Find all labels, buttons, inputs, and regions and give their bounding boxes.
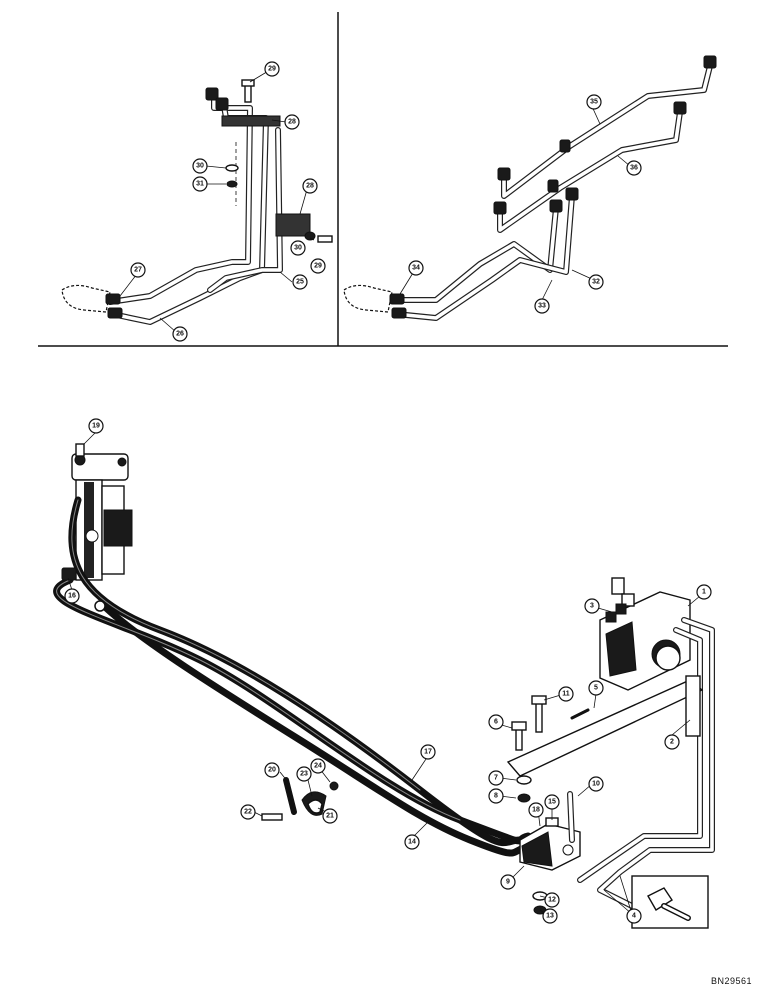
callout-22: 22 <box>240 804 256 820</box>
leader-lines <box>67 69 701 915</box>
callout-20: 20 <box>264 762 280 778</box>
control-valve <box>599 577 691 691</box>
callout-13: 13 <box>542 908 558 924</box>
svg-text:11: 11 <box>562 691 570 698</box>
callout-16: 16 <box>64 588 80 604</box>
svg-text:8: 8 <box>494 793 498 800</box>
svg-text:31: 31 <box>196 181 204 188</box>
svg-text:23: 23 <box>300 771 308 778</box>
svg-text:28: 28 <box>306 183 314 190</box>
callout-33: 33 <box>534 298 550 314</box>
svg-text:1: 1 <box>702 589 706 596</box>
svg-text:7: 7 <box>494 775 498 782</box>
main-hydraulic-assembly <box>53 443 715 929</box>
callout-29-top: 29 <box>264 61 280 77</box>
hardware-bolts <box>511 695 548 915</box>
svg-text:13: 13 <box>546 913 554 920</box>
svg-text:21: 21 <box>326 813 334 820</box>
callout-28-top: 28 <box>284 114 300 130</box>
svg-text:19: 19 <box>92 423 100 430</box>
svg-text:24: 24 <box>314 763 322 770</box>
callout-28-lower: 28 <box>302 178 318 194</box>
callout-24: 24 <box>310 758 326 774</box>
drawing-code: BN29561 <box>710 976 752 986</box>
right-tubes <box>567 617 715 913</box>
callout-32: 32 <box>588 274 604 290</box>
svg-text:10: 10 <box>592 781 600 788</box>
callout-26: 26 <box>172 326 188 342</box>
callout-21: 21 <box>322 808 338 824</box>
svg-text:18: 18 <box>532 807 540 814</box>
top-right-tube-assembly <box>343 55 717 321</box>
mounting-plate <box>506 675 704 777</box>
callout-3: 3 <box>584 598 600 614</box>
callout-36: 36 <box>626 160 642 176</box>
callout-29-lower: 29 <box>310 258 326 274</box>
svg-text:14: 14 <box>408 839 416 846</box>
svg-text:16: 16 <box>68 593 76 600</box>
callout-15: 15 <box>544 794 560 810</box>
hose-clip <box>261 777 339 821</box>
svg-text:4: 4 <box>632 913 636 920</box>
svg-text:29: 29 <box>314 263 322 270</box>
callout-9: 9 <box>500 874 516 890</box>
callout-10: 10 <box>588 776 604 792</box>
svg-text:36: 36 <box>630 165 638 172</box>
callout-25: 25 <box>292 274 308 290</box>
svg-text:25: 25 <box>296 279 304 286</box>
svg-text:3: 3 <box>590 603 594 610</box>
svg-text:29: 29 <box>268 66 276 73</box>
svg-text:20: 20 <box>268 767 276 774</box>
callout-27: 27 <box>130 262 146 278</box>
callout-17: 17 <box>420 744 436 760</box>
svg-text:35: 35 <box>590 99 598 106</box>
detail-inset <box>631 875 709 929</box>
svg-text:2: 2 <box>670 739 674 746</box>
svg-text:26: 26 <box>176 331 184 338</box>
svg-text:22: 22 <box>244 809 252 816</box>
callout-6: 6 <box>488 714 504 730</box>
callout-4: 4 <box>626 908 642 924</box>
top-left-tube-assembly <box>61 79 333 325</box>
svg-text:9: 9 <box>506 879 510 886</box>
callout-11: 11 <box>558 686 574 702</box>
svg-text:6: 6 <box>494 719 498 726</box>
callout-19: 19 <box>88 418 104 434</box>
svg-text:33: 33 <box>538 303 546 310</box>
callout-34: 34 <box>408 260 424 276</box>
svg-text:12: 12 <box>548 897 556 904</box>
callout-7: 7 <box>488 770 504 786</box>
svg-text:15: 15 <box>548 799 556 806</box>
svg-text:30: 30 <box>294 245 302 252</box>
hydraulic-hoses <box>53 496 532 857</box>
svg-text:30: 30 <box>196 163 204 170</box>
callout-14: 14 <box>404 834 420 850</box>
callout-35: 35 <box>586 94 602 110</box>
callout-5: 5 <box>588 680 604 696</box>
svg-text:32: 32 <box>592 279 600 286</box>
callout-31: 31 <box>192 176 208 192</box>
callout-1: 1 <box>696 584 712 600</box>
callout-18: 18 <box>528 802 544 818</box>
hydraulic-cylinder <box>71 443 133 581</box>
callout-30-top: 30 <box>192 158 208 174</box>
svg-text:28: 28 <box>288 119 296 126</box>
valve-block <box>519 817 581 871</box>
callout-2: 2 <box>664 734 680 750</box>
callout-23: 23 <box>296 766 312 782</box>
svg-text:27: 27 <box>134 267 142 274</box>
callout-30-lower: 30 <box>290 240 306 256</box>
callout-12: 12 <box>544 892 560 908</box>
callout-8: 8 <box>488 788 504 804</box>
svg-text:5: 5 <box>594 685 598 692</box>
panel-dividers <box>38 12 728 347</box>
svg-text:34: 34 <box>412 265 420 272</box>
svg-text:17: 17 <box>424 749 432 756</box>
